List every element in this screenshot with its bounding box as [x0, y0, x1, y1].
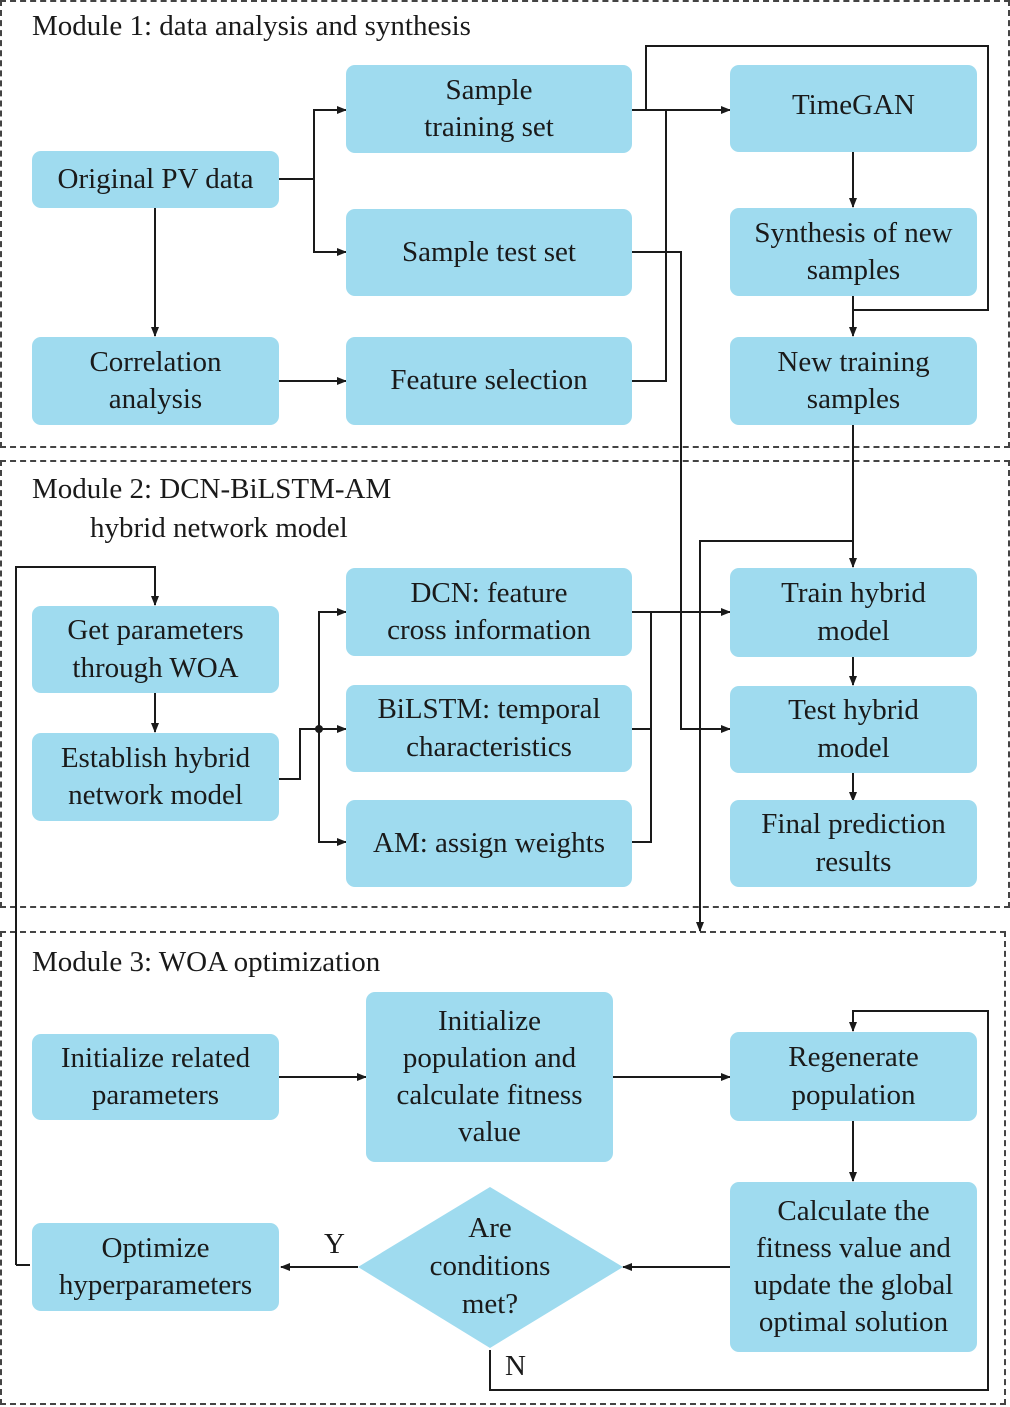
module-2-frame: [0, 460, 1010, 908]
node-train-line2: model: [817, 614, 890, 647]
node-timegan-label: TimeGAN: [791, 88, 915, 121]
module-3-title: Module 3: WOA optimization: [32, 946, 381, 978]
node-correlation-line1: Correlation: [89, 345, 222, 378]
node-correlation-analysis: Correlation analysis: [32, 337, 279, 425]
node-new-training-line1: New training: [777, 345, 930, 378]
node-bilstm: BiLSTM: temporal characteristics: [346, 685, 632, 772]
node-new-training-samples: New training samples: [730, 337, 977, 425]
node-optimize-line1: Optimize: [101, 1231, 210, 1264]
node-sample-test-label: Sample test set: [402, 235, 576, 268]
node-correlation-line2: analysis: [108, 383, 203, 415]
node-synthesis-line1: Synthesis of new: [754, 216, 953, 249]
node-train-hybrid: Train hybrid model: [730, 568, 977, 657]
node-timegan: TimeGAN: [730, 65, 977, 152]
node-final-line1: Final prediction: [761, 808, 946, 841]
edge-loop-top: [645, 45, 989, 311]
node-condition-line3: met?: [461, 1287, 519, 1320]
node-init-pop-line1: Initialize: [437, 1004, 542, 1037]
node-optimize-hyperparameters: Optimize hyperparameters: [32, 1223, 279, 1311]
edge-feature-up: [632, 110, 667, 382]
node-test-hybrid: Test hybrid model: [730, 686, 977, 773]
edge-pv-to-test: [313, 179, 347, 256]
module-1-frame: [0, 0, 1010, 448]
node-get-parameters-woa: Get parameters through WOA: [32, 606, 279, 693]
node-final-prediction: Final prediction results: [730, 800, 977, 887]
node-dcn-line1: DCN: feature: [410, 576, 568, 609]
node-establish-line2: network model: [68, 779, 243, 811]
node-regen-line2: population: [791, 1078, 916, 1111]
edge-condition-no: [489, 1010, 989, 1391]
module-2-title-line1: Module 2: DCN-BiLSTM-AM: [32, 473, 392, 505]
node-calculate-fitness: Calculate the fitness value and update t…: [730, 1182, 977, 1352]
node-dcn-line2: cross information: [387, 614, 591, 646]
node-condition-line1: Are: [468, 1212, 512, 1245]
node-feature-selection-label: Feature selection: [390, 364, 588, 397]
condition-diamond: [358, 1187, 623, 1348]
node-initialize-population: Initialize population and calculate fitn…: [366, 992, 613, 1162]
module-1-title: Module 1: data analysis and synthesis: [32, 10, 471, 42]
node-init-pop-line3: calculate fitness: [396, 1079, 583, 1111]
module-2-title-line2: hybrid network model: [90, 512, 348, 544]
node-train-line1: Train hybrid: [781, 577, 926, 610]
node-dcn: DCN: feature cross information: [346, 568, 632, 656]
node-new-training-line2: samples: [806, 383, 901, 415]
node-establish-hybrid: Establish hybrid network model: [32, 733, 279, 821]
node-synthesis-new-samples: Synthesis of new samples: [730, 208, 977, 296]
edge-test-down: [632, 251, 731, 733]
node-calc-line4: optimal solution: [758, 1306, 949, 1339]
edge-to-dcn: [318, 608, 347, 729]
junction-dot: [315, 725, 323, 733]
node-condition-line2: conditions: [429, 1250, 551, 1283]
node-original-pv-label: Original PV data: [57, 162, 254, 195]
node-synthesis-line2: samples: [806, 254, 901, 286]
node-init-pop-line2: population and: [402, 1041, 577, 1074]
module-3-frame: [0, 931, 1006, 1405]
node-initialize-related-params: Initialize related parameters: [32, 1034, 279, 1120]
edge-establish-split: [279, 728, 319, 780]
node-am-label: AM: assign weights: [373, 826, 605, 859]
edge-am-to-merge: [632, 612, 652, 843]
node-sample-training-set: Sample training set: [346, 65, 632, 153]
node-test-line2: model: [817, 731, 890, 764]
node-bilstm-line1: BiLSTM: temporal: [377, 693, 601, 726]
node-establish-line1: Establish hybrid: [60, 741, 251, 774]
node-final-line2: results: [815, 845, 892, 878]
node-am: AM: assign weights: [346, 800, 632, 887]
node-get-params-line2: through WOA: [72, 651, 239, 684]
node-test-line1: Test hybrid: [788, 694, 919, 727]
node-calc-line3: update the global: [753, 1269, 954, 1301]
edge-to-module3: [696, 540, 853, 932]
node-calc-line2: fitness value and: [756, 1231, 951, 1264]
edge-label-yes: Y: [324, 1228, 345, 1260]
node-sample-test-set: Sample test set: [346, 209, 632, 296]
node-init-params-line2: parameters: [91, 1079, 220, 1111]
edge-to-am: [318, 729, 347, 846]
edge-pv-to-train: [313, 106, 347, 179]
node-regen-line1: Regenerate: [788, 1041, 919, 1074]
node-condition-decision: Are conditions met?: [390, 1200, 590, 1334]
node-feature-selection: Feature selection: [346, 337, 632, 425]
node-init-params-line1: Initialize related: [60, 1041, 251, 1074]
edge-label-no: N: [505, 1350, 526, 1382]
edge-feedback-loop: [15, 566, 155, 1266]
node-init-pop-line4: value: [458, 1116, 521, 1149]
node-bilstm-line2: characteristics: [406, 730, 572, 763]
node-regenerate-population: Regenerate population: [730, 1032, 977, 1121]
node-calc-line1: Calculate the: [777, 1194, 930, 1227]
node-original-pv-data: Original PV data: [32, 151, 279, 208]
node-get-params-line1: Get parameters: [67, 614, 244, 647]
node-sample-training-line2: training set: [424, 111, 554, 143]
node-sample-training-line1: Sample: [445, 73, 533, 106]
node-optimize-line2: hyperparameters: [58, 1269, 253, 1301]
